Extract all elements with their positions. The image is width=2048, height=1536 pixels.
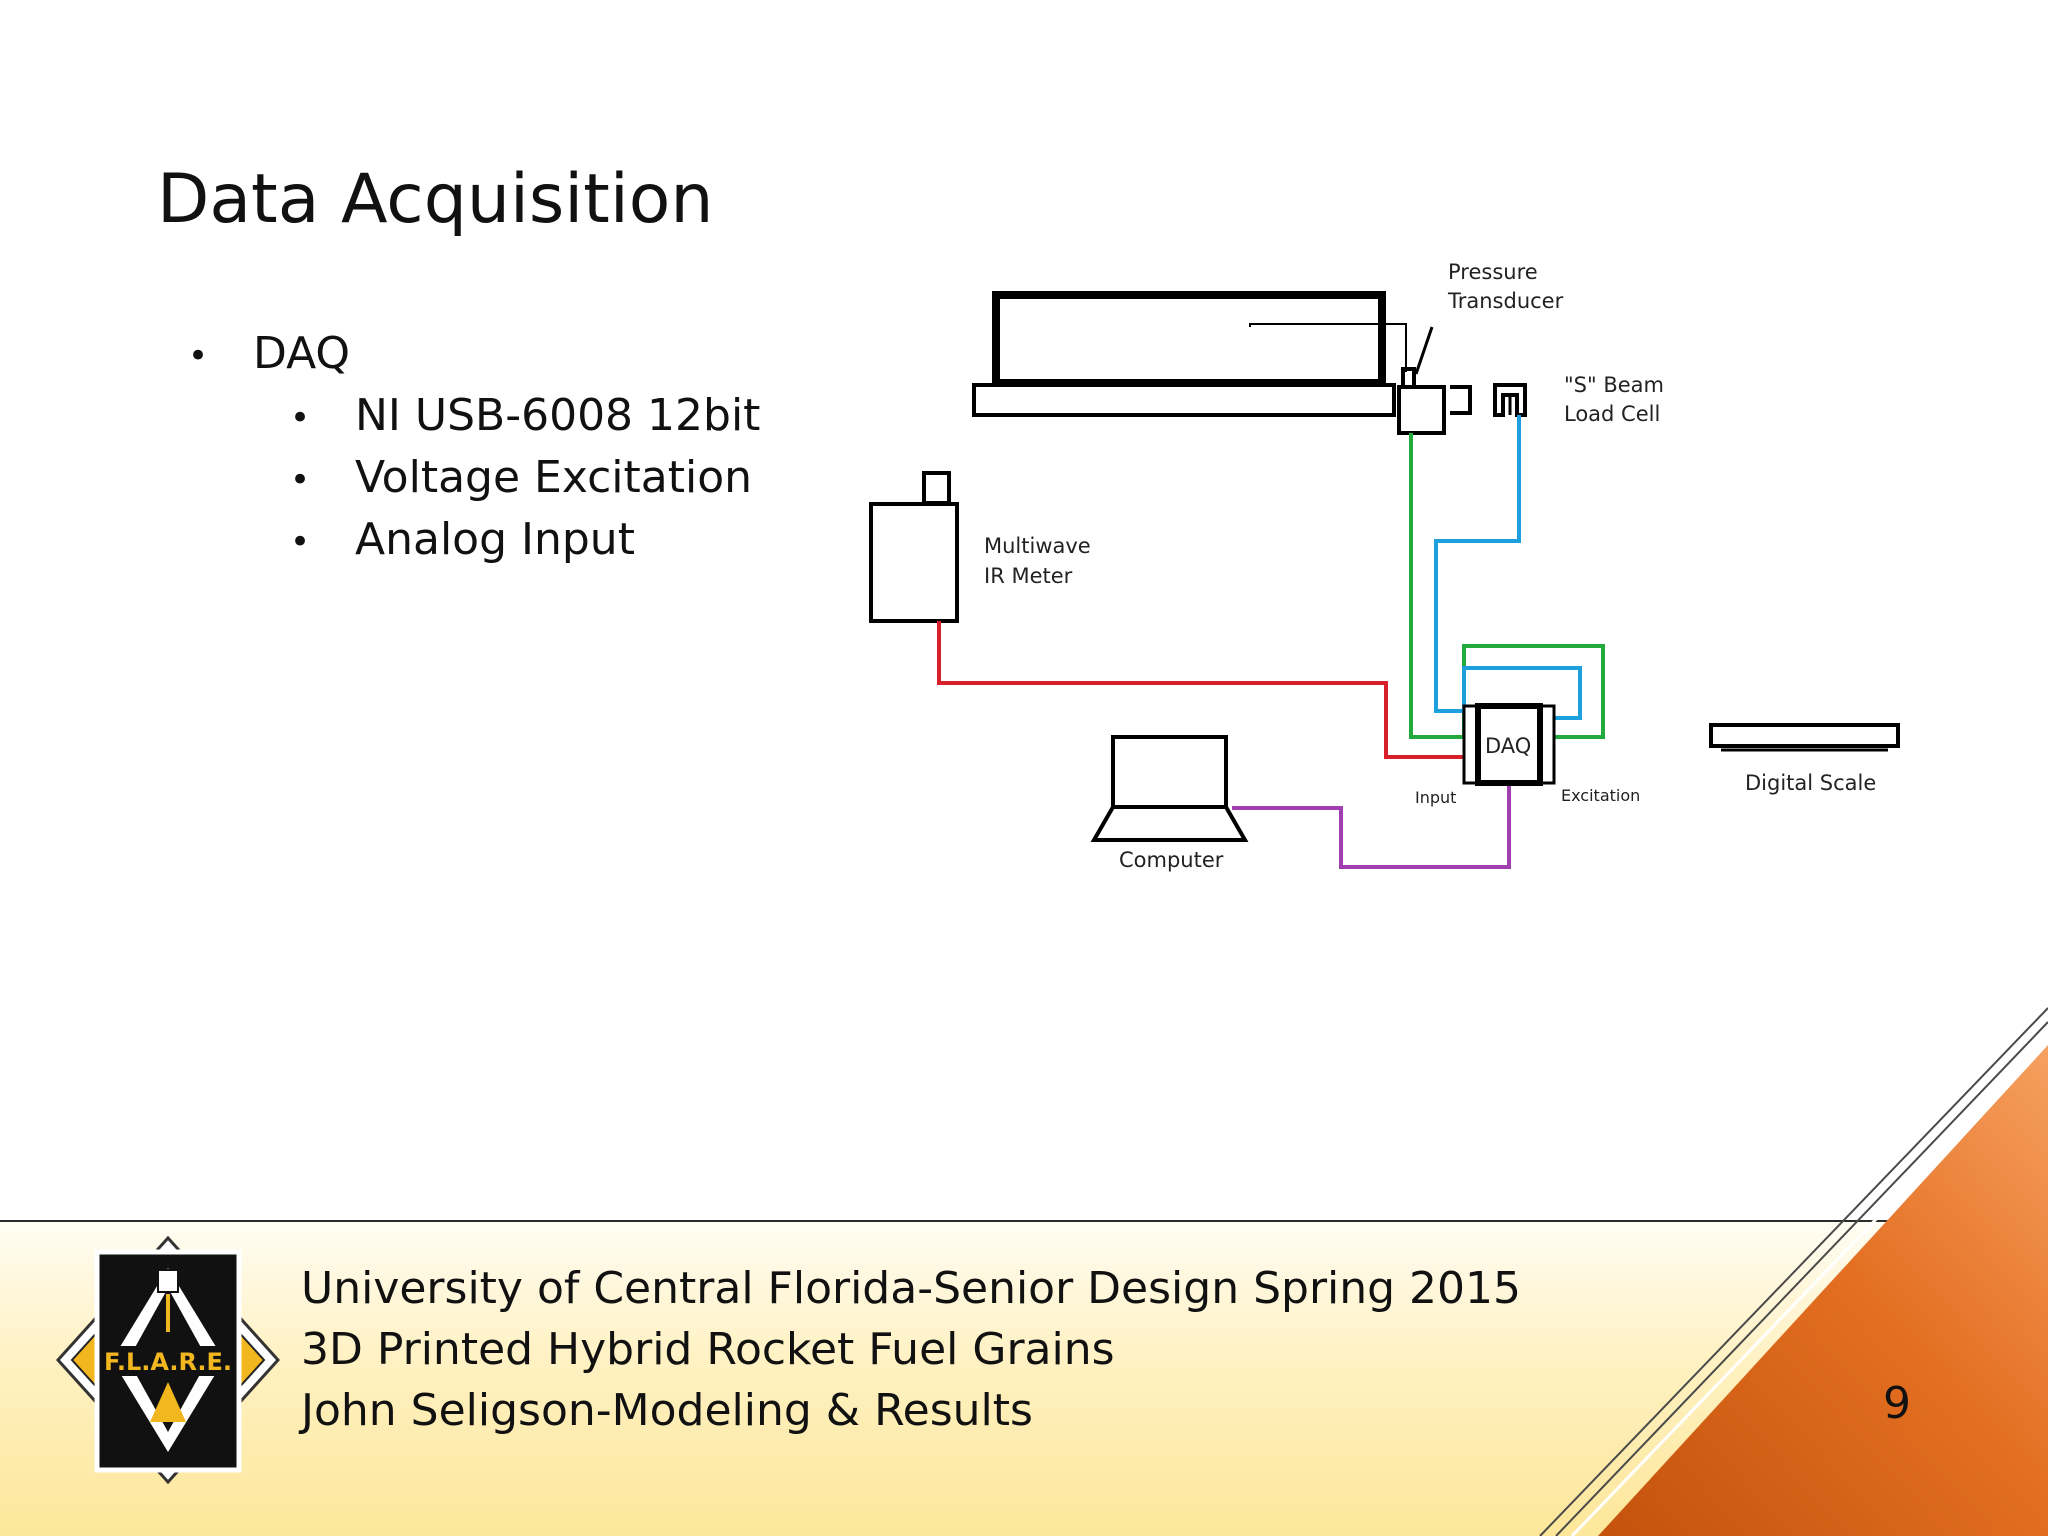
- pressure-transducer: [1397, 326, 1446, 435]
- ir-meter: [869, 471, 959, 623]
- pressure-label: Pressure: [1448, 260, 1538, 284]
- bullet-glyph: •: [290, 522, 311, 562]
- purple-wire: [1232, 783, 1511, 869]
- footer-university: University of Central Florida-Senior Des…: [301, 1263, 1522, 1314]
- daq-label: DAQ: [1485, 734, 1531, 758]
- bullet-ni-usb: NI USB-6008 12bit: [355, 390, 761, 441]
- bullet-analog-input: Analog Input: [355, 514, 635, 565]
- pressure-label: Transducer: [1447, 289, 1564, 313]
- red-wire: [937, 621, 1464, 759]
- computer-laptop: [1090, 735, 1249, 842]
- bullet-voltage-excitation: Voltage Excitation: [355, 452, 753, 503]
- slide-title: Data Acquisition: [157, 160, 714, 239]
- input-label: Input: [1415, 788, 1456, 807]
- s-beam-label: "S" Beam: [1564, 373, 1664, 397]
- page-number: 9: [1883, 1378, 1911, 1429]
- s-beam-label: Load Cell: [1564, 402, 1660, 426]
- footer-presenter: John Seligson-Modeling & Results: [301, 1385, 1033, 1436]
- bullet-glyph: •: [188, 336, 209, 376]
- ir-meter-label: IR Meter: [984, 564, 1073, 588]
- bullet-glyph: •: [290, 398, 311, 438]
- bullet-glyph: •: [290, 460, 311, 500]
- footer-divider: [0, 1220, 2048, 1222]
- excitation-label: Excitation: [1561, 786, 1640, 805]
- digital-scale: [1709, 723, 1900, 752]
- ir-meter-label: Multiwave: [984, 534, 1091, 558]
- daq-box: [1462, 703, 1556, 786]
- footer-project: 3D Printed Hybrid Rocket Fuel Grains: [301, 1324, 1115, 1375]
- green-wire: [1409, 433, 1605, 739]
- digital-scale-label: Digital Scale: [1745, 771, 1876, 795]
- computer-label: Computer: [1119, 848, 1224, 872]
- flare-logo: F.L.A.R.E.: [55, 1235, 281, 1485]
- motor-test-stand: [972, 291, 1407, 417]
- flare-logo-text: F.L.A.R.E.: [104, 1348, 232, 1376]
- bullet-daq: DAQ: [253, 328, 351, 379]
